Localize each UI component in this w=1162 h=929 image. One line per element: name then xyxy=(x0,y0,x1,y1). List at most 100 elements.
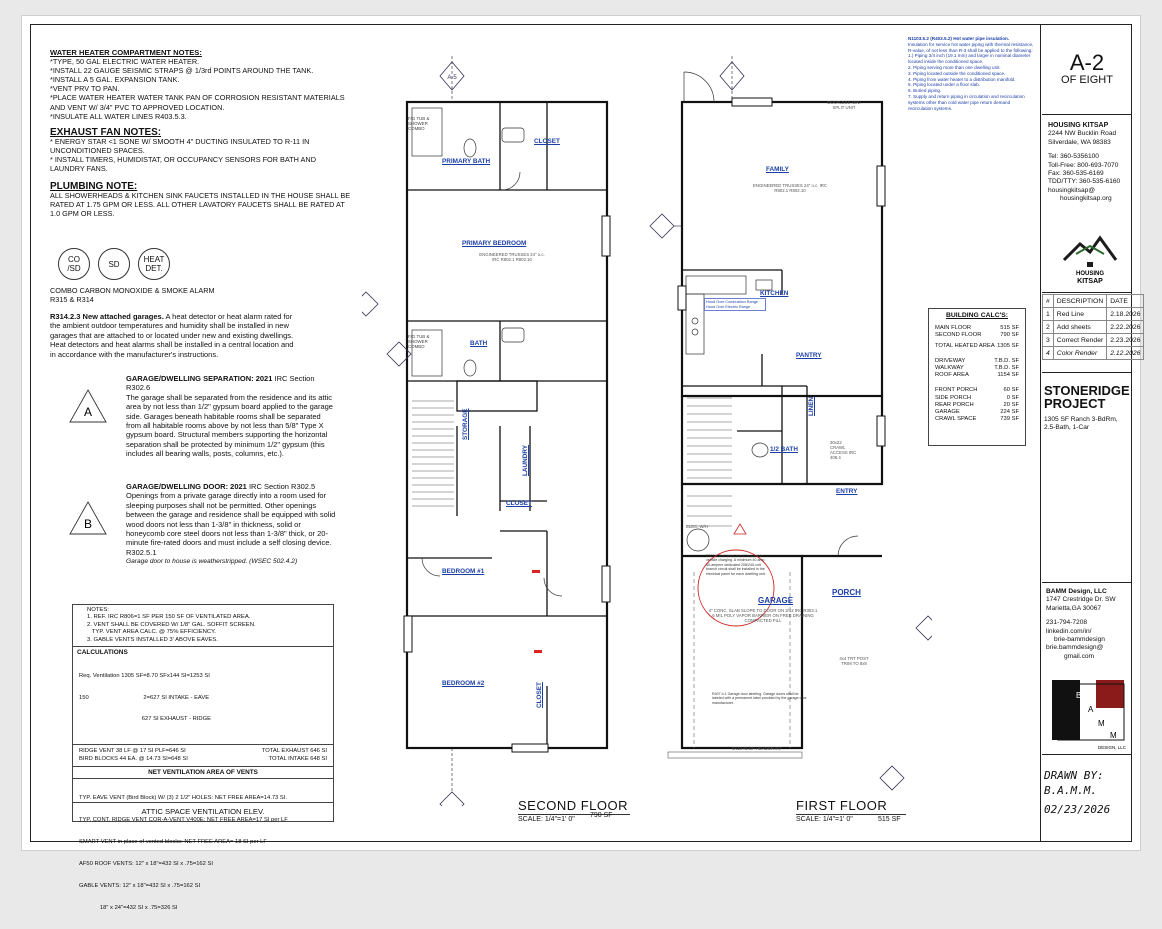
housing-kitsap-logo: HOUSING KITSAP xyxy=(1062,235,1118,285)
pipe-item: 1.) Piping 3/4 inch (19.1 mm) and larger… xyxy=(908,53,1031,65)
alarm-ref: R315 & R314 xyxy=(50,295,94,305)
project-desc-2: 2.5-Bath, 1-Car xyxy=(1044,424,1090,431)
drawn-by: DRAWN BY: B.A.M.M. 02/23/2026 xyxy=(1044,768,1132,817)
client-info: HOUSING KITSAP 2244 NW Bucklin Road Silv… xyxy=(1048,122,1132,204)
bath-fixtures xyxy=(411,107,563,597)
calc-value: 790 SF xyxy=(1000,332,1019,339)
garage-header xyxy=(667,751,803,759)
client-tollfree: Toll-Free: 800-693-7070 xyxy=(1048,161,1119,169)
water-heater-notes: WATER HEATER COMPARTMENT NOTES: *TYPE, 5… xyxy=(50,48,370,121)
calc-label: TOTAL HEATED AREA xyxy=(935,342,995,349)
pipe-note-title: N1103.5.2 (R403.5.2) Hot water pipe insu… xyxy=(908,36,1010,41)
note-line: UNCONDITIONED SPACES. xyxy=(50,146,145,156)
room-laundry: LAUNDRY xyxy=(522,444,529,476)
section-marker-left xyxy=(386,341,412,367)
first-floor-stairs xyxy=(687,397,732,527)
rev-num: 4 xyxy=(1042,346,1054,360)
garage-separation-note: GARAGE/DWELLING SEPARATION: 2021 IRC Sec… xyxy=(126,374,336,459)
water-heater-title: WATER HEATER COMPARTMENT NOTES: xyxy=(50,48,202,57)
net-line: SMART VENT in place of vented blocks: NE… xyxy=(79,839,267,846)
net-line: TYP. EAVE VENT (Bird Block) W/ (3) 2 1/2… xyxy=(79,795,287,802)
designer-name: BAMM Design, LLC xyxy=(1046,588,1107,595)
second-floor-stairs xyxy=(412,400,454,507)
rev-date: 2.12.2026 xyxy=(1106,346,1145,360)
note-line: 1. REF. IRC R806=1 SF PER 150 SF OF VENT… xyxy=(87,614,251,621)
section-a-triangle: A xyxy=(69,389,107,423)
room-primary-bedroom: PRIMARY BEDROOM xyxy=(462,240,527,247)
note-line: * INSTALL TIMERS, HUMIDISTAT, OR OCCUPAN… xyxy=(50,155,316,165)
note-line: AND VENT W/ 3/4" PVC TO APPROVED LOCATIO… xyxy=(50,102,225,112)
sd-symbol: SD xyxy=(98,248,130,280)
client-fax: Fax: 360-535-6169 xyxy=(1048,170,1104,178)
calc-label: REAR PORCH xyxy=(935,401,974,408)
heat-detector-symbol: HEAT DET. xyxy=(138,248,170,280)
title-block-divider xyxy=(1040,24,1041,842)
revision-header-row: # DESCRIPTION DATE xyxy=(1042,294,1145,308)
ridge-vent: RIDGE VENT 38 LF @ 17 SI PLF=646 SI xyxy=(79,748,186,755)
calc-label: WALKWAY xyxy=(935,365,964,372)
first-floor-windows xyxy=(677,97,886,447)
room-closet-2: CLOSET xyxy=(506,500,532,507)
first-trusses-note: ENGINEERED TRUSSES 24" o.c. IRC R802.1 R… xyxy=(752,183,828,193)
room-bedroom-2: BEDROOM #2 xyxy=(442,680,485,687)
calc-label: GARAGE xyxy=(935,409,960,416)
second-floor-windows xyxy=(403,215,611,753)
fire-marker xyxy=(532,570,540,573)
calc-line: Req. Ventilation 1305 SF=8.70 SFx144 SI=… xyxy=(79,672,210,679)
separation-code: IRC Section R302.6 xyxy=(126,374,315,393)
room-pantry: PANTRY xyxy=(796,352,822,359)
room-garage: GARAGE xyxy=(758,596,794,605)
first-floor-plan xyxy=(649,56,932,791)
calc-title: CALCULATIONS xyxy=(73,646,333,658)
rev-date: 2.22.2026 xyxy=(1106,320,1145,334)
logo-letter-a: A xyxy=(1088,705,1094,714)
vent-notes: NOTES: 1. REF. IRC R806=1 SF PER 150 SF … xyxy=(73,605,333,646)
plumbing-title: PLUMBING NOTE: xyxy=(50,181,138,192)
second-floor-area: 790 SF xyxy=(590,812,613,819)
alarm-line: COMBO CARBON MONOXIDE & SMOKE ALARM xyxy=(50,286,215,295)
note-line: *INSTALL 22 GAUGE SEISMIC STRAPS @ 1/3rd… xyxy=(50,66,314,76)
designer-address-1: 1747 Crestridge Dr. SW xyxy=(1046,596,1116,604)
rev-num: 2 xyxy=(1042,320,1054,334)
net-vent-title: NET VENTILATION AREA OF VENTS xyxy=(73,765,333,778)
garage-label-note: R407.4.1 Garage door labeling. Garage do… xyxy=(712,692,807,705)
net-line: 18" x 24"=432 SI x .75=326 SI xyxy=(79,904,178,911)
logo-letter-m2: M xyxy=(1110,731,1117,740)
r314-text: A heat detector or heat alarm rated for … xyxy=(50,312,294,359)
rev-desc: Add sheets xyxy=(1052,320,1108,334)
net-line: GABLE VENTS: 12" x 18"=432 SI x .75=162 … xyxy=(79,883,201,890)
drawn-by-name: B.A.M.M. xyxy=(1044,784,1097,797)
second-floor-underline xyxy=(518,814,630,815)
calc-label: SECOND FLOOR xyxy=(935,332,982,339)
client-name: HOUSING KITSAP xyxy=(1048,122,1109,129)
pipe-item: 6. Buried piping. xyxy=(908,88,942,94)
first-floor-underline xyxy=(796,814,906,815)
designer-phone: 231-794-7208 xyxy=(1046,619,1088,627)
note-line: * ENERGY STAR <1 SONE W/ SMOOTH 4" DUCTI… xyxy=(50,137,310,147)
calc-line: 150 2=627 SI INTAKE - EAVE xyxy=(79,694,210,701)
trusses-ref: IRC R802.1 R802.10 xyxy=(492,257,532,262)
calc-value: 1305 SF xyxy=(997,342,1019,349)
sheet-border xyxy=(30,24,1132,842)
range-hood-note: Hood Over Combustion Range Hood Over Ele… xyxy=(704,298,766,312)
door-text: Openings from a private garage directly … xyxy=(126,491,336,548)
exhaust-title: EXHAUST FAN NOTES: xyxy=(50,127,162,138)
tb-separator xyxy=(1042,582,1132,583)
first-floor-section-right xyxy=(915,615,932,641)
rev-col-desc: DESCRIPTION xyxy=(1052,294,1108,308)
header-note: 6X10 #2 DF HEADER 9'0" xyxy=(731,746,783,751)
ductless-label: DUCTLESS MINI SPLIT UNIT xyxy=(827,100,861,110)
bird-blocks: BIRD BLOCKS 44 EA. @ 14.73 SI=648 SI xyxy=(79,755,188,762)
client-address-2: Silverdale, WA 98383 xyxy=(1048,138,1111,146)
vent-notes-title: NOTES: xyxy=(87,607,109,613)
slab-note: 4" CONC. SLAB SLOPE TO DOOR ON 3/12 IRC … xyxy=(708,608,818,623)
room-linen: LINEN xyxy=(808,396,815,416)
net-line: TYP. CONT. RIDGE VENT COR-A-VENT V400E: … xyxy=(79,817,288,824)
client-address-1: 2244 NW Bucklin Road xyxy=(1048,130,1117,138)
door-ref: R302.5.1 xyxy=(126,547,157,557)
